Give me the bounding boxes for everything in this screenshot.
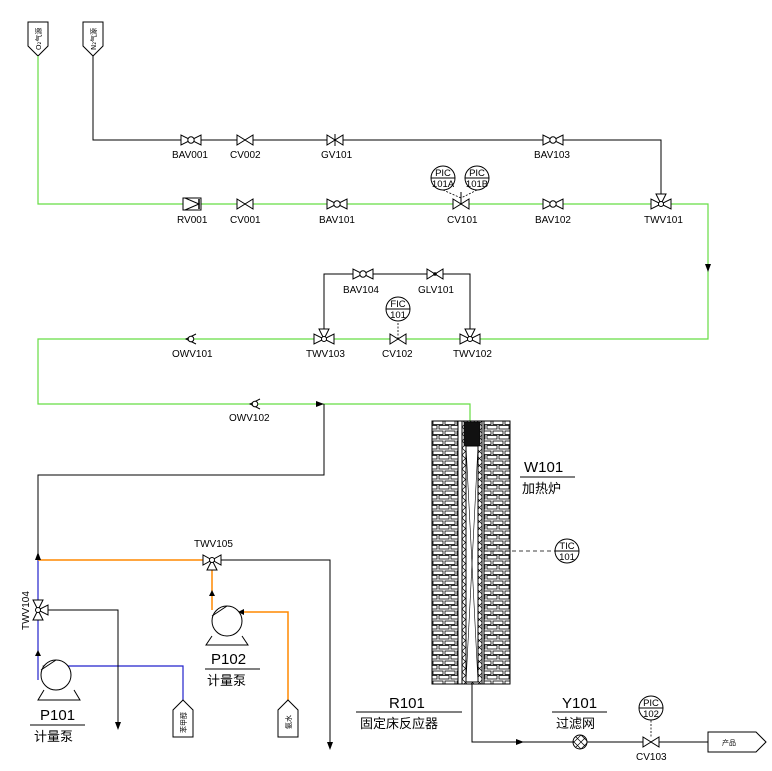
pic102-bottom: 102: [643, 709, 659, 720]
pic101b-top: PIC: [469, 168, 485, 179]
o2-source-tag: O₂气源: [27, 21, 49, 57]
valve-twv101[interactable]: [650, 193, 672, 210]
valve-rv001[interactable]: [182, 197, 202, 211]
valve-cv102-label: CV102: [382, 349, 413, 360]
valve-cv103-label: CV103: [636, 752, 667, 763]
instrument-fic101[interactable]: FIC 101: [385, 296, 411, 322]
reactor-r101[interactable]: [461, 420, 483, 685]
valve-glv101[interactable]: [426, 268, 444, 280]
valve-bav103-label: BAV103: [534, 150, 570, 161]
valve-bav103[interactable]: [542, 134, 564, 146]
n2-source-tag: N₂气源: [82, 21, 104, 57]
fic101-bottom: 101: [390, 310, 406, 321]
fic101-top: FIC: [390, 299, 405, 310]
valve-bav104-label: BAV104: [343, 285, 379, 296]
valve-cv101[interactable]: [442, 189, 478, 210]
twv104-drain-line: [48, 609, 119, 722]
valve-cv001[interactable]: [236, 198, 254, 210]
ammonia-source-label: 氨水: [284, 715, 293, 729]
pump-p101-tag: P101: [40, 707, 75, 724]
valve-twv102-label: TWV102: [453, 349, 492, 360]
valve-bav001[interactable]: [180, 134, 202, 146]
feed-line-to-pumps: [37, 404, 325, 560]
valve-twv104-label: TWV104: [21, 591, 32, 630]
pic101a-bottom: 101A: [432, 179, 455, 190]
product-label: 产品: [722, 738, 736, 747]
p101-suction-line: [56, 665, 184, 700]
valve-twv105-label: TWV105: [194, 539, 233, 550]
oxygen-main-line: [37, 56, 709, 425]
p102-suction-line: [238, 611, 289, 700]
furnace-w101-name: 加热炉: [522, 482, 561, 497]
pump-p101[interactable]: [37, 659, 81, 701]
filter-y101-tag: Y101: [562, 695, 597, 712]
instrument-pic101a[interactable]: PIC 101A: [430, 165, 456, 191]
valve-twv102[interactable]: [459, 328, 481, 345]
valve-bav104[interactable]: [352, 268, 374, 280]
instrument-pic101b[interactable]: PIC 101B: [464, 165, 490, 191]
pump-p102[interactable]: [205, 605, 249, 646]
tic101-top: TIC: [559, 541, 574, 552]
furnace-w101-tag: W101: [524, 459, 563, 476]
ammonia-source-tag: 氨水: [277, 699, 299, 738]
valve-cv002-label: CV002: [230, 150, 261, 161]
reactor-r101-name: 固定床反应器: [360, 716, 438, 732]
valve-cv002[interactable]: [236, 134, 254, 146]
valve-owv102-label: OWV102: [229, 413, 270, 424]
tic101-bottom: 101: [559, 552, 575, 563]
valve-owv101[interactable]: [184, 333, 197, 345]
valve-cv102[interactable]: [389, 322, 407, 345]
valve-bav101[interactable]: [326, 198, 348, 210]
valve-twv103-label: TWV103: [306, 349, 345, 360]
flow-arrows: [35, 264, 711, 750]
filter-y101-name: 过滤网: [556, 717, 595, 732]
product-tag: 产品: [707, 731, 767, 753]
valve-twv101-label: TWV101: [644, 215, 683, 226]
benzene-source-label: 苯甲醇: [179, 712, 188, 733]
valve-cv103[interactable]: [642, 736, 660, 748]
bypass-line: [323, 273, 471, 332]
instrument-pic102[interactable]: PIC 102: [638, 695, 664, 721]
valve-owv101-label: OWV101: [172, 349, 213, 360]
valve-cv101-label: CV101: [447, 215, 478, 226]
pump-p102-tag: P102: [211, 651, 246, 668]
valve-bav102[interactable]: [542, 198, 564, 210]
filter-y101[interactable]: [572, 734, 588, 750]
twv105-drain-line: [221, 559, 331, 742]
valve-gv101[interactable]: [326, 134, 344, 146]
valve-rv001-label: RV001: [177, 215, 208, 226]
valve-bav101-label: BAV101: [319, 215, 355, 226]
reactor-r101-tag: R101: [389, 695, 425, 712]
pic101b-bottom: 101B: [466, 179, 488, 190]
pic102-top: PIC: [643, 698, 659, 709]
benzene-source-tag: 苯甲醇: [172, 699, 194, 738]
valve-twv103[interactable]: [313, 328, 335, 345]
valve-bav102-label: BAV102: [535, 215, 571, 226]
valve-cv001-label: CV001: [230, 215, 261, 226]
pump-p102-name: 计量泵: [207, 674, 246, 689]
valve-twv105[interactable]: [202, 554, 222, 571]
valve-owv102[interactable]: [248, 398, 261, 410]
o2-source-label: O₂气源: [34, 28, 43, 50]
instrument-tic101[interactable]: TIC 101: [554, 538, 580, 564]
reactor-outlet-line: [471, 682, 708, 743]
nitrogen-line: [92, 56, 662, 196]
valve-bav001-label: BAV001: [172, 150, 208, 161]
valve-twv104[interactable]: [32, 599, 49, 621]
valve-glv101-label: GLV101: [418, 285, 454, 296]
pump-p101-name: 计量泵: [34, 730, 73, 745]
pic101a-top: PIC: [435, 168, 451, 179]
n2-source-label: N₂气源: [89, 28, 98, 50]
valve-gv101-label: GV101: [321, 150, 353, 161]
